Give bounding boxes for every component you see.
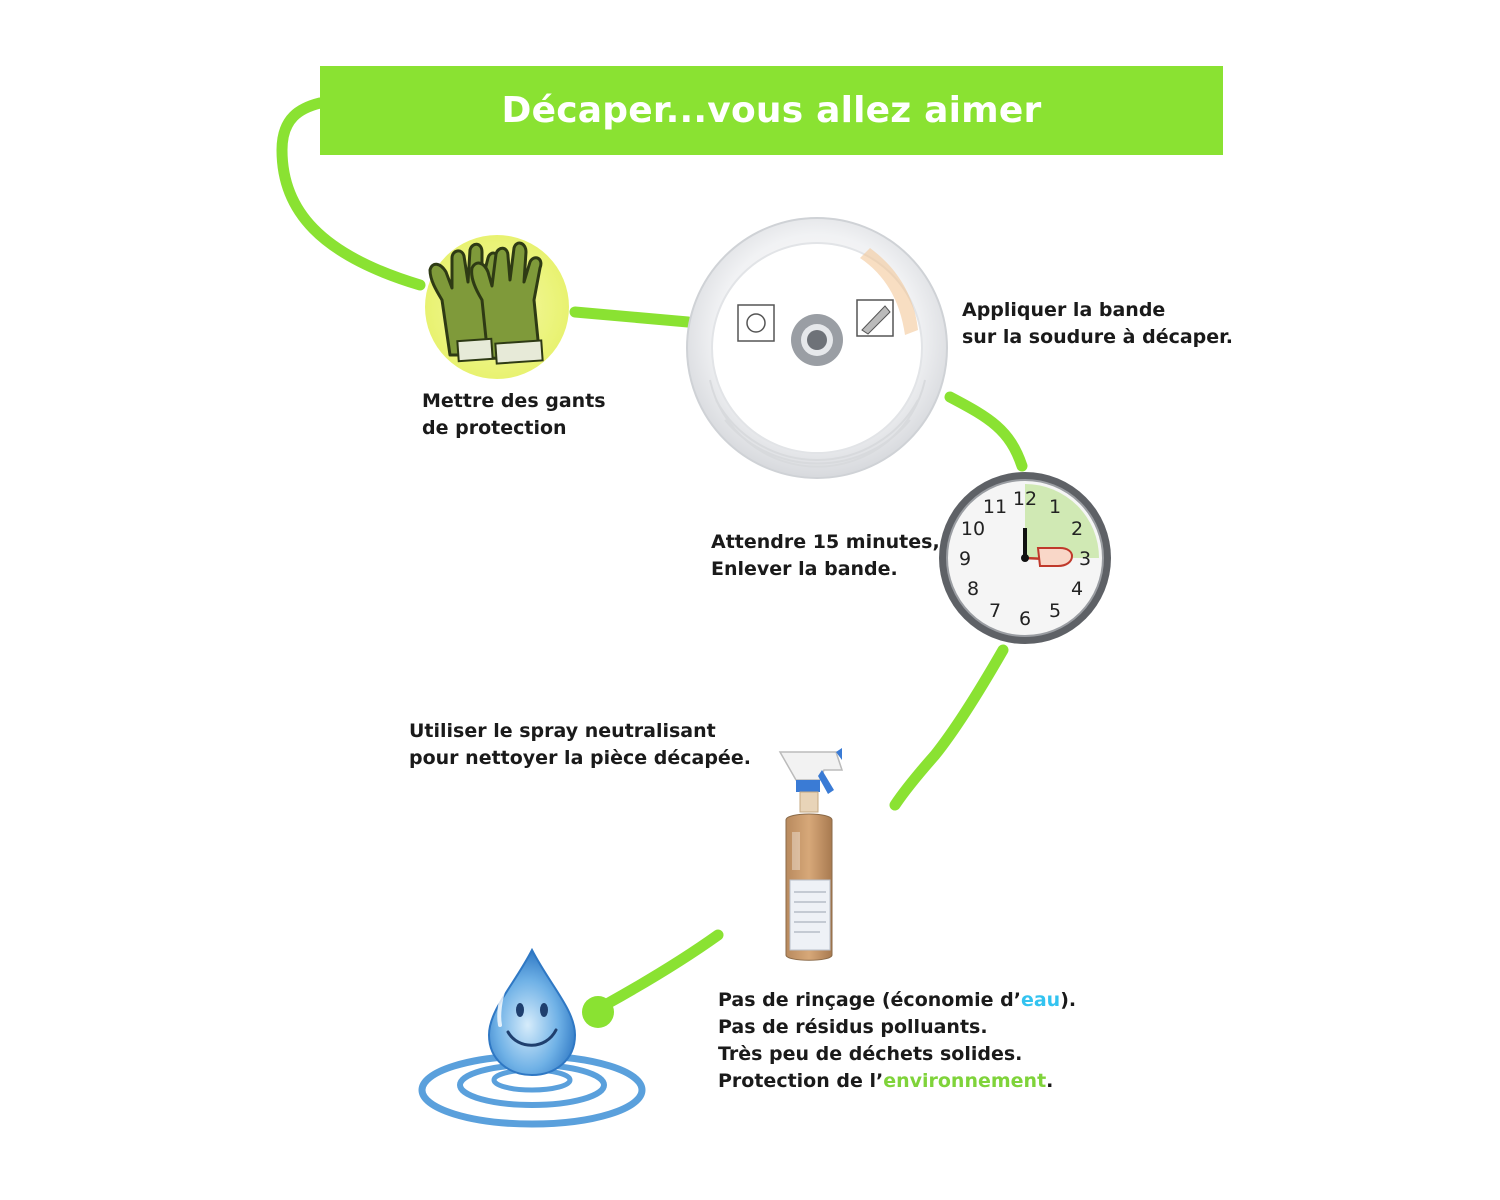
connector-path	[276, 97, 1028, 1011]
step-spray-line1: Utiliser le spray neutralisant	[409, 720, 716, 742]
benefit-line3: Très peu de déchets solides.	[718, 1043, 1023, 1065]
benefit-line4: Protection de l’environnement.	[718, 1068, 1076, 1095]
step-wait-text: Attendre 15 minutes, Enlever la bande.	[711, 529, 940, 583]
title-banner-bg	[320, 66, 1223, 155]
gloves-icon	[425, 235, 569, 379]
step-gloves-line1: Mettre des gants	[422, 390, 606, 412]
step-gloves-text: Mettre des gants de protection	[422, 388, 606, 442]
step-tape-line2: sur la soudure à décaper.	[962, 326, 1234, 348]
benefit-line1-post: ).	[1060, 989, 1077, 1011]
clock-number: 2	[1071, 518, 1083, 540]
clock-number: 3	[1079, 548, 1091, 570]
benefits-text: Pas de rinçage (économie d’eau). Pas de …	[718, 987, 1076, 1095]
clock-number: 1	[1049, 496, 1061, 518]
step-spray-line2: pour nettoyer la pièce décapée.	[409, 747, 751, 769]
benefit-env-highlight: environnement	[883, 1070, 1047, 1092]
step-gloves-line2: de protection	[422, 417, 567, 439]
spray-bottle-icon	[778, 748, 844, 961]
page-title: Décaper...vous allez aimer	[501, 90, 1042, 131]
clock-number: 5	[1049, 600, 1061, 622]
clock-number: 9	[959, 548, 971, 570]
benefit-line4-post: .	[1046, 1070, 1054, 1092]
benefit-line1: Pas de rinçage (économie d’eau).	[718, 987, 1076, 1014]
clock-number: 12	[1013, 488, 1037, 510]
clock-number: 8	[967, 578, 979, 600]
connector-end-dot	[582, 996, 614, 1028]
benefit-line2: Pas de résidus polluants.	[718, 1016, 988, 1038]
clock-number: 10	[961, 518, 985, 540]
step-wait-line1: Attendre 15 minutes,	[711, 531, 940, 553]
step-tape-text: Appliquer la bande sur la soudure à déca…	[962, 297, 1233, 351]
tape-roll-icon	[686, 217, 948, 479]
clock-number: 6	[1019, 608, 1031, 630]
clock-number: 7	[989, 600, 1001, 622]
clock-number: 4	[1071, 578, 1083, 600]
step-spray-text: Utiliser le spray neutralisant pour nett…	[409, 718, 751, 772]
benefit-line4-pre: Protection de l’	[718, 1070, 884, 1092]
clock-number: 11	[983, 496, 1007, 518]
benefit-line1-pre: Pas de rinçage (économie d’	[718, 989, 1021, 1011]
benefit-water-highlight: eau	[1020, 989, 1061, 1011]
step-wait-line2: Enlever la bande.	[711, 558, 898, 580]
step-tape-line1: Appliquer la bande	[962, 299, 1166, 321]
water-drop-icon	[418, 947, 646, 1128]
title-banner: Décaper...vous allez aimer	[320, 66, 1223, 155]
